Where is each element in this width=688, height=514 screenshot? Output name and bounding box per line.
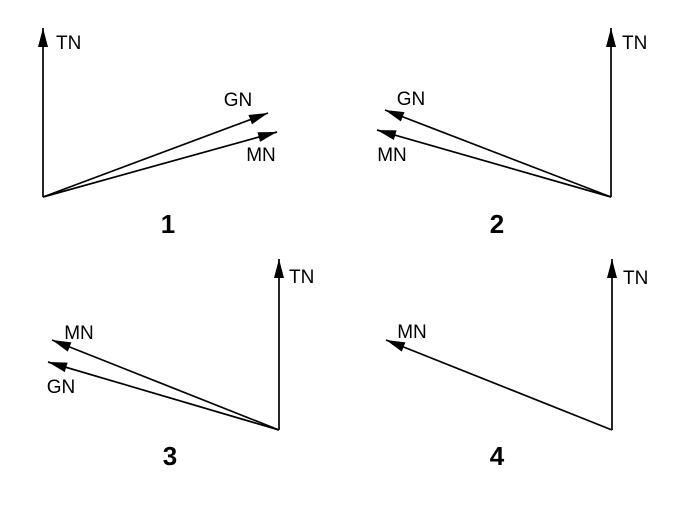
diagram-number-3: 3: [163, 441, 177, 471]
gn-arrow-2: [384, 109, 612, 198]
mn-arrow-4: [385, 339, 613, 431]
mn-arrow-1: [42, 131, 278, 198]
diagram-number-4: 4: [490, 441, 505, 471]
tn-label-4: TN: [623, 268, 648, 289]
gn-label-1: GN: [224, 90, 253, 111]
tn-label-3: TN: [289, 267, 314, 288]
diagram-4: TN MN 4: [385, 259, 648, 471]
mn-label-1: MN: [246, 145, 276, 166]
mn-arrow-3: [51, 339, 280, 431]
mn-label-3: MN: [64, 323, 94, 344]
gn-arrow-1: [42, 112, 269, 198]
diagram-1: TN GN MN 1: [38, 28, 278, 239]
mn-label-2: MN: [377, 145, 407, 166]
tn-label-2: TN: [622, 33, 647, 54]
tn-label-1: TN: [56, 33, 81, 54]
gn-arrow-3: [47, 361, 280, 431]
gn-label-2: GN: [397, 89, 426, 110]
diagram-number-1: 1: [161, 209, 175, 239]
diagram-2: TN GN MN 2: [376, 28, 647, 239]
diagram-3: TN MN GN 3: [47, 259, 314, 471]
mn-arrow-2: [376, 129, 612, 198]
gn-label-3: GN: [47, 377, 76, 398]
diagram-number-2: 2: [490, 209, 504, 239]
mn-label-4: MN: [397, 322, 427, 343]
